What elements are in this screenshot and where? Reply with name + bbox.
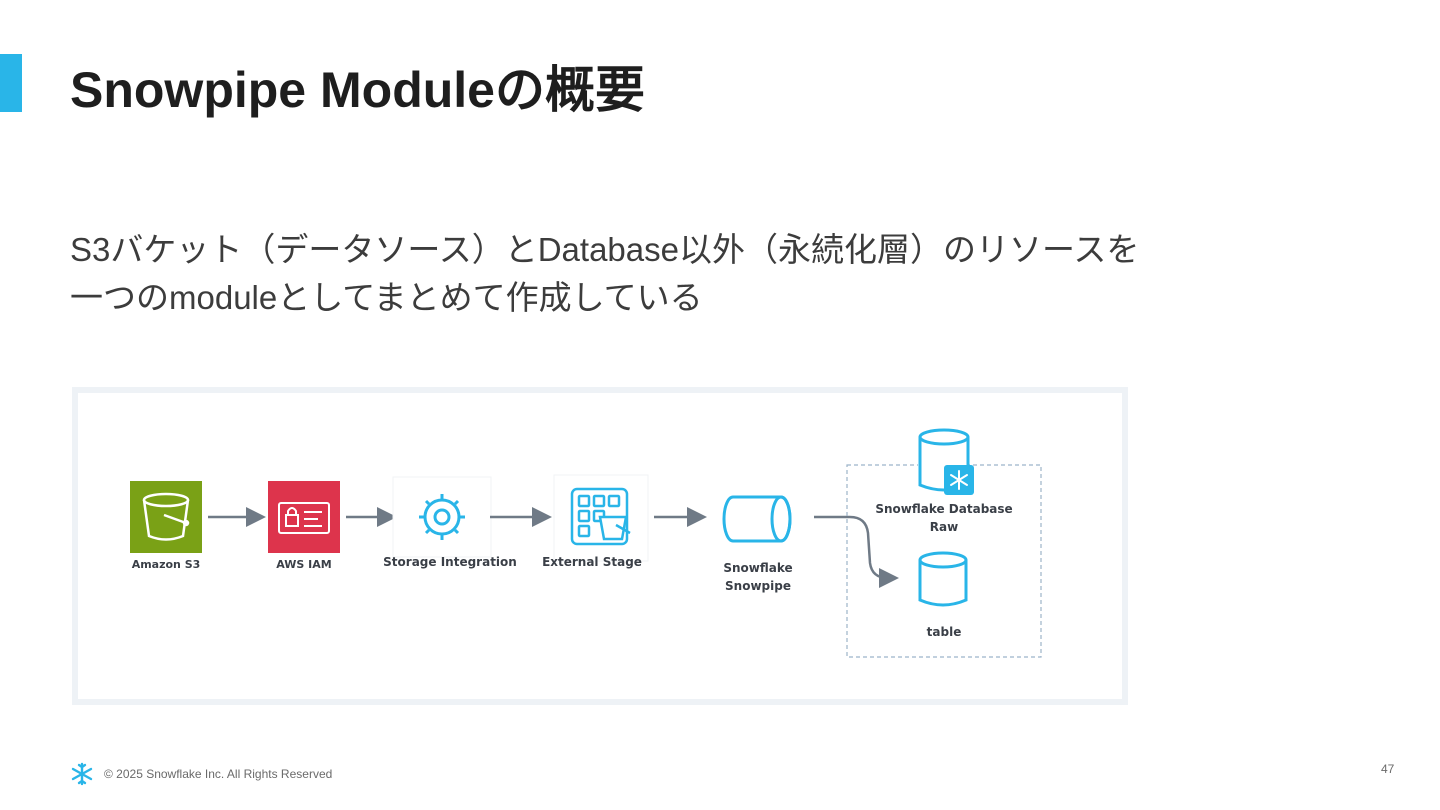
iam-label: AWS IAM bbox=[276, 558, 331, 571]
storage-integration-tile bbox=[392, 476, 492, 558]
storage-integration-label: Storage Integration bbox=[383, 555, 517, 569]
snowflake-logo-icon bbox=[950, 470, 968, 490]
snowpipe-label-line2: Snowpipe bbox=[725, 579, 791, 593]
title-accent-bar bbox=[0, 54, 22, 112]
aws-iam-node: AWS IAM bbox=[268, 481, 340, 571]
snowpipe-node: Snowflake Snowpipe bbox=[722, 495, 793, 593]
table-cylinder-icon bbox=[918, 551, 968, 607]
footer: © 2025 Snowflake Inc. All Rights Reserve… bbox=[70, 760, 332, 788]
database-label-line1: Snowflake Database bbox=[875, 502, 1012, 516]
page-number: 47 bbox=[1381, 762, 1395, 776]
architecture-diagram: Amazon S3 AWS IAM bbox=[72, 387, 1128, 705]
snowflake-database-node: Snowflake Database Raw bbox=[875, 428, 1013, 534]
body-line-2: 一つのmoduleとしてまとめて作成している bbox=[70, 279, 703, 316]
pipe-icon bbox=[722, 495, 792, 543]
body-line-1: S3バケット（データソース）とDatabase以外（永続化層）のリソースを bbox=[70, 231, 1140, 268]
external-stage-node: External Stage bbox=[542, 474, 649, 569]
storage-integration-node: Storage Integration bbox=[383, 476, 517, 569]
external-stage-label: External Stage bbox=[542, 555, 642, 569]
snowflake-logo-icon bbox=[71, 762, 93, 786]
slide-body: S3バケット（データソース）とDatabase以外（永続化層）のリソースを 一つ… bbox=[70, 226, 1139, 322]
copyright-text: © 2025 Snowflake Inc. All Rights Reserve… bbox=[104, 767, 333, 781]
diagram-svg: Amazon S3 AWS IAM bbox=[130, 428, 1042, 658]
snowpipe-label-line1: Snowflake bbox=[723, 561, 792, 575]
arrow-snowpipe-to-table bbox=[814, 515, 899, 588]
table-label: table bbox=[927, 625, 962, 639]
external-stage-icon bbox=[570, 487, 631, 546]
iam-badge-icon bbox=[278, 502, 330, 534]
gear-icon bbox=[419, 494, 465, 540]
database-label-line2: Raw bbox=[930, 520, 958, 534]
amazon-s3-node: Amazon S3 bbox=[130, 481, 202, 571]
s3-label: Amazon S3 bbox=[132, 558, 201, 571]
diagram-canvas: Amazon S3 AWS IAM bbox=[78, 393, 1122, 699]
table-node: table bbox=[918, 551, 968, 639]
database-group-boundary bbox=[846, 464, 1042, 658]
slide-title: Snowpipe Moduleの概要 bbox=[70, 62, 645, 118]
s3-bucket-icon bbox=[142, 492, 190, 541]
